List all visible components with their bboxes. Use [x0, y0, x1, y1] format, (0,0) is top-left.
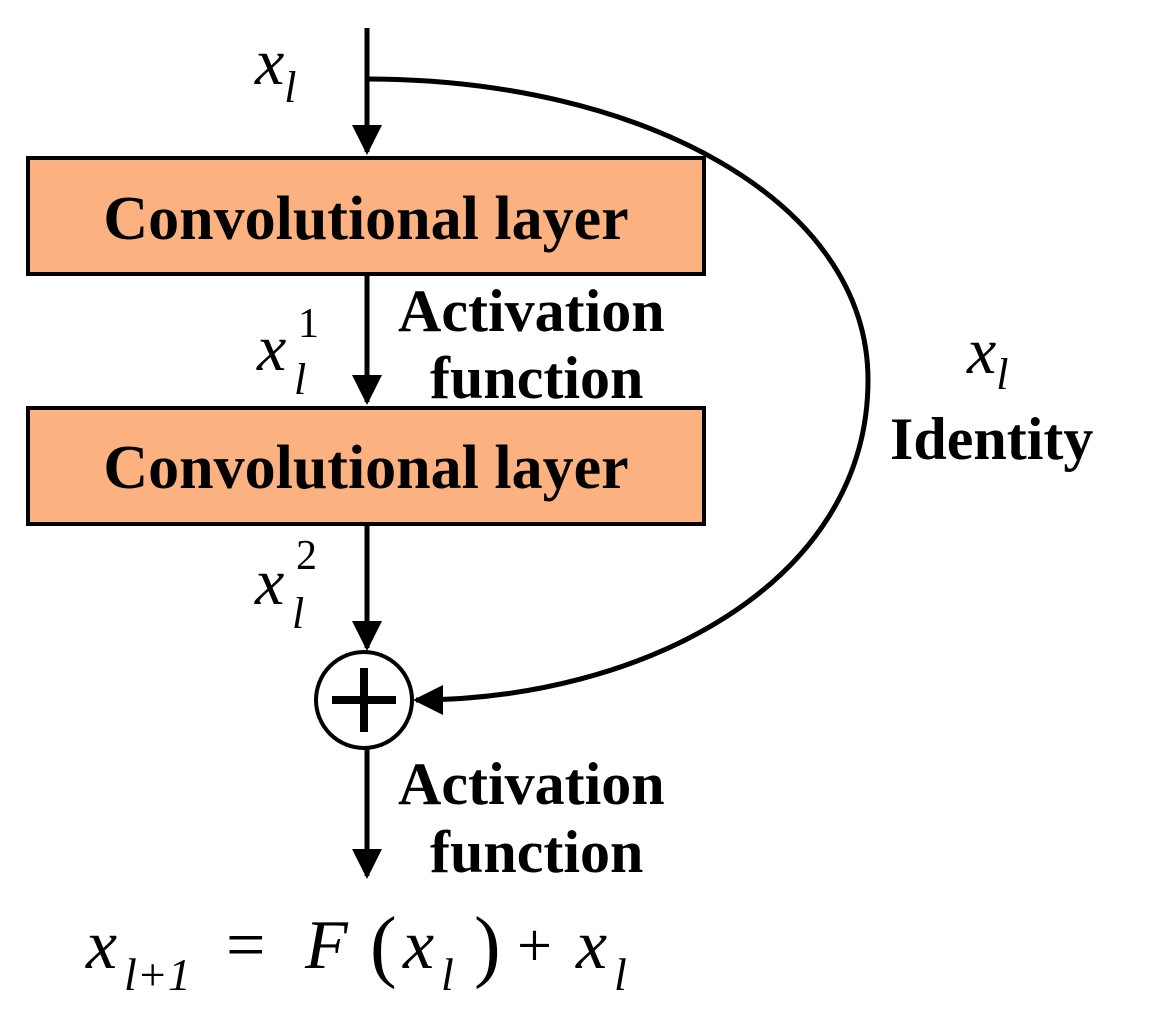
- conv-layer-2-box: [26, 406, 706, 526]
- svg-text:+: +: [517, 912, 552, 980]
- x1-label: x 1 l: [256, 301, 319, 404]
- conv-layer-2-label: Convolutional layer: [103, 434, 628, 502]
- svg-text:=: =: [226, 907, 265, 984]
- conv-layer-1-box: [26, 156, 706, 276]
- svg-text:2: 2: [296, 533, 317, 579]
- conv-layer-1: Convolutional layer: [26, 156, 706, 276]
- output-equation: x l+1 = F ( x l ) + x l: [85, 902, 627, 1000]
- activation-label-1-line1: Activation: [398, 278, 665, 344]
- input-label: xl: [254, 26, 297, 112]
- x2-label: x 2 l: [254, 533, 317, 638]
- conv-layer-1-label: Convolutional layer: [103, 185, 628, 253]
- activation-label-1-line2: function: [430, 345, 643, 411]
- svg-text:(: (: [370, 902, 397, 990]
- svg-text:F: F: [304, 907, 349, 984]
- svg-text:x: x: [402, 907, 434, 984]
- svg-text:l: l: [292, 589, 304, 638]
- plus-circle-icon: [314, 650, 414, 750]
- svg-text:x: x: [254, 546, 284, 619]
- svg-text:l: l: [441, 949, 454, 1000]
- svg-text:l: l: [614, 949, 627, 1000]
- identity-label: Identity: [890, 406, 1093, 472]
- svg-text:l: l: [294, 355, 306, 404]
- skip-label-var: xl: [966, 315, 1009, 399]
- activation-label-2-line2: function: [430, 819, 643, 885]
- svg-text:1: 1: [298, 301, 319, 347]
- svg-text:l+1: l+1: [124, 949, 191, 1000]
- conv-layer-2: Convolutional layer: [26, 406, 706, 526]
- svg-text:x: x: [256, 312, 286, 385]
- svg-text:x: x: [575, 907, 607, 984]
- svg-text:): ): [474, 902, 501, 990]
- activation-label-2-line1: Activation: [398, 751, 665, 817]
- identity-skip-connection: [366, 76, 871, 715]
- svg-text:x: x: [85, 907, 117, 984]
